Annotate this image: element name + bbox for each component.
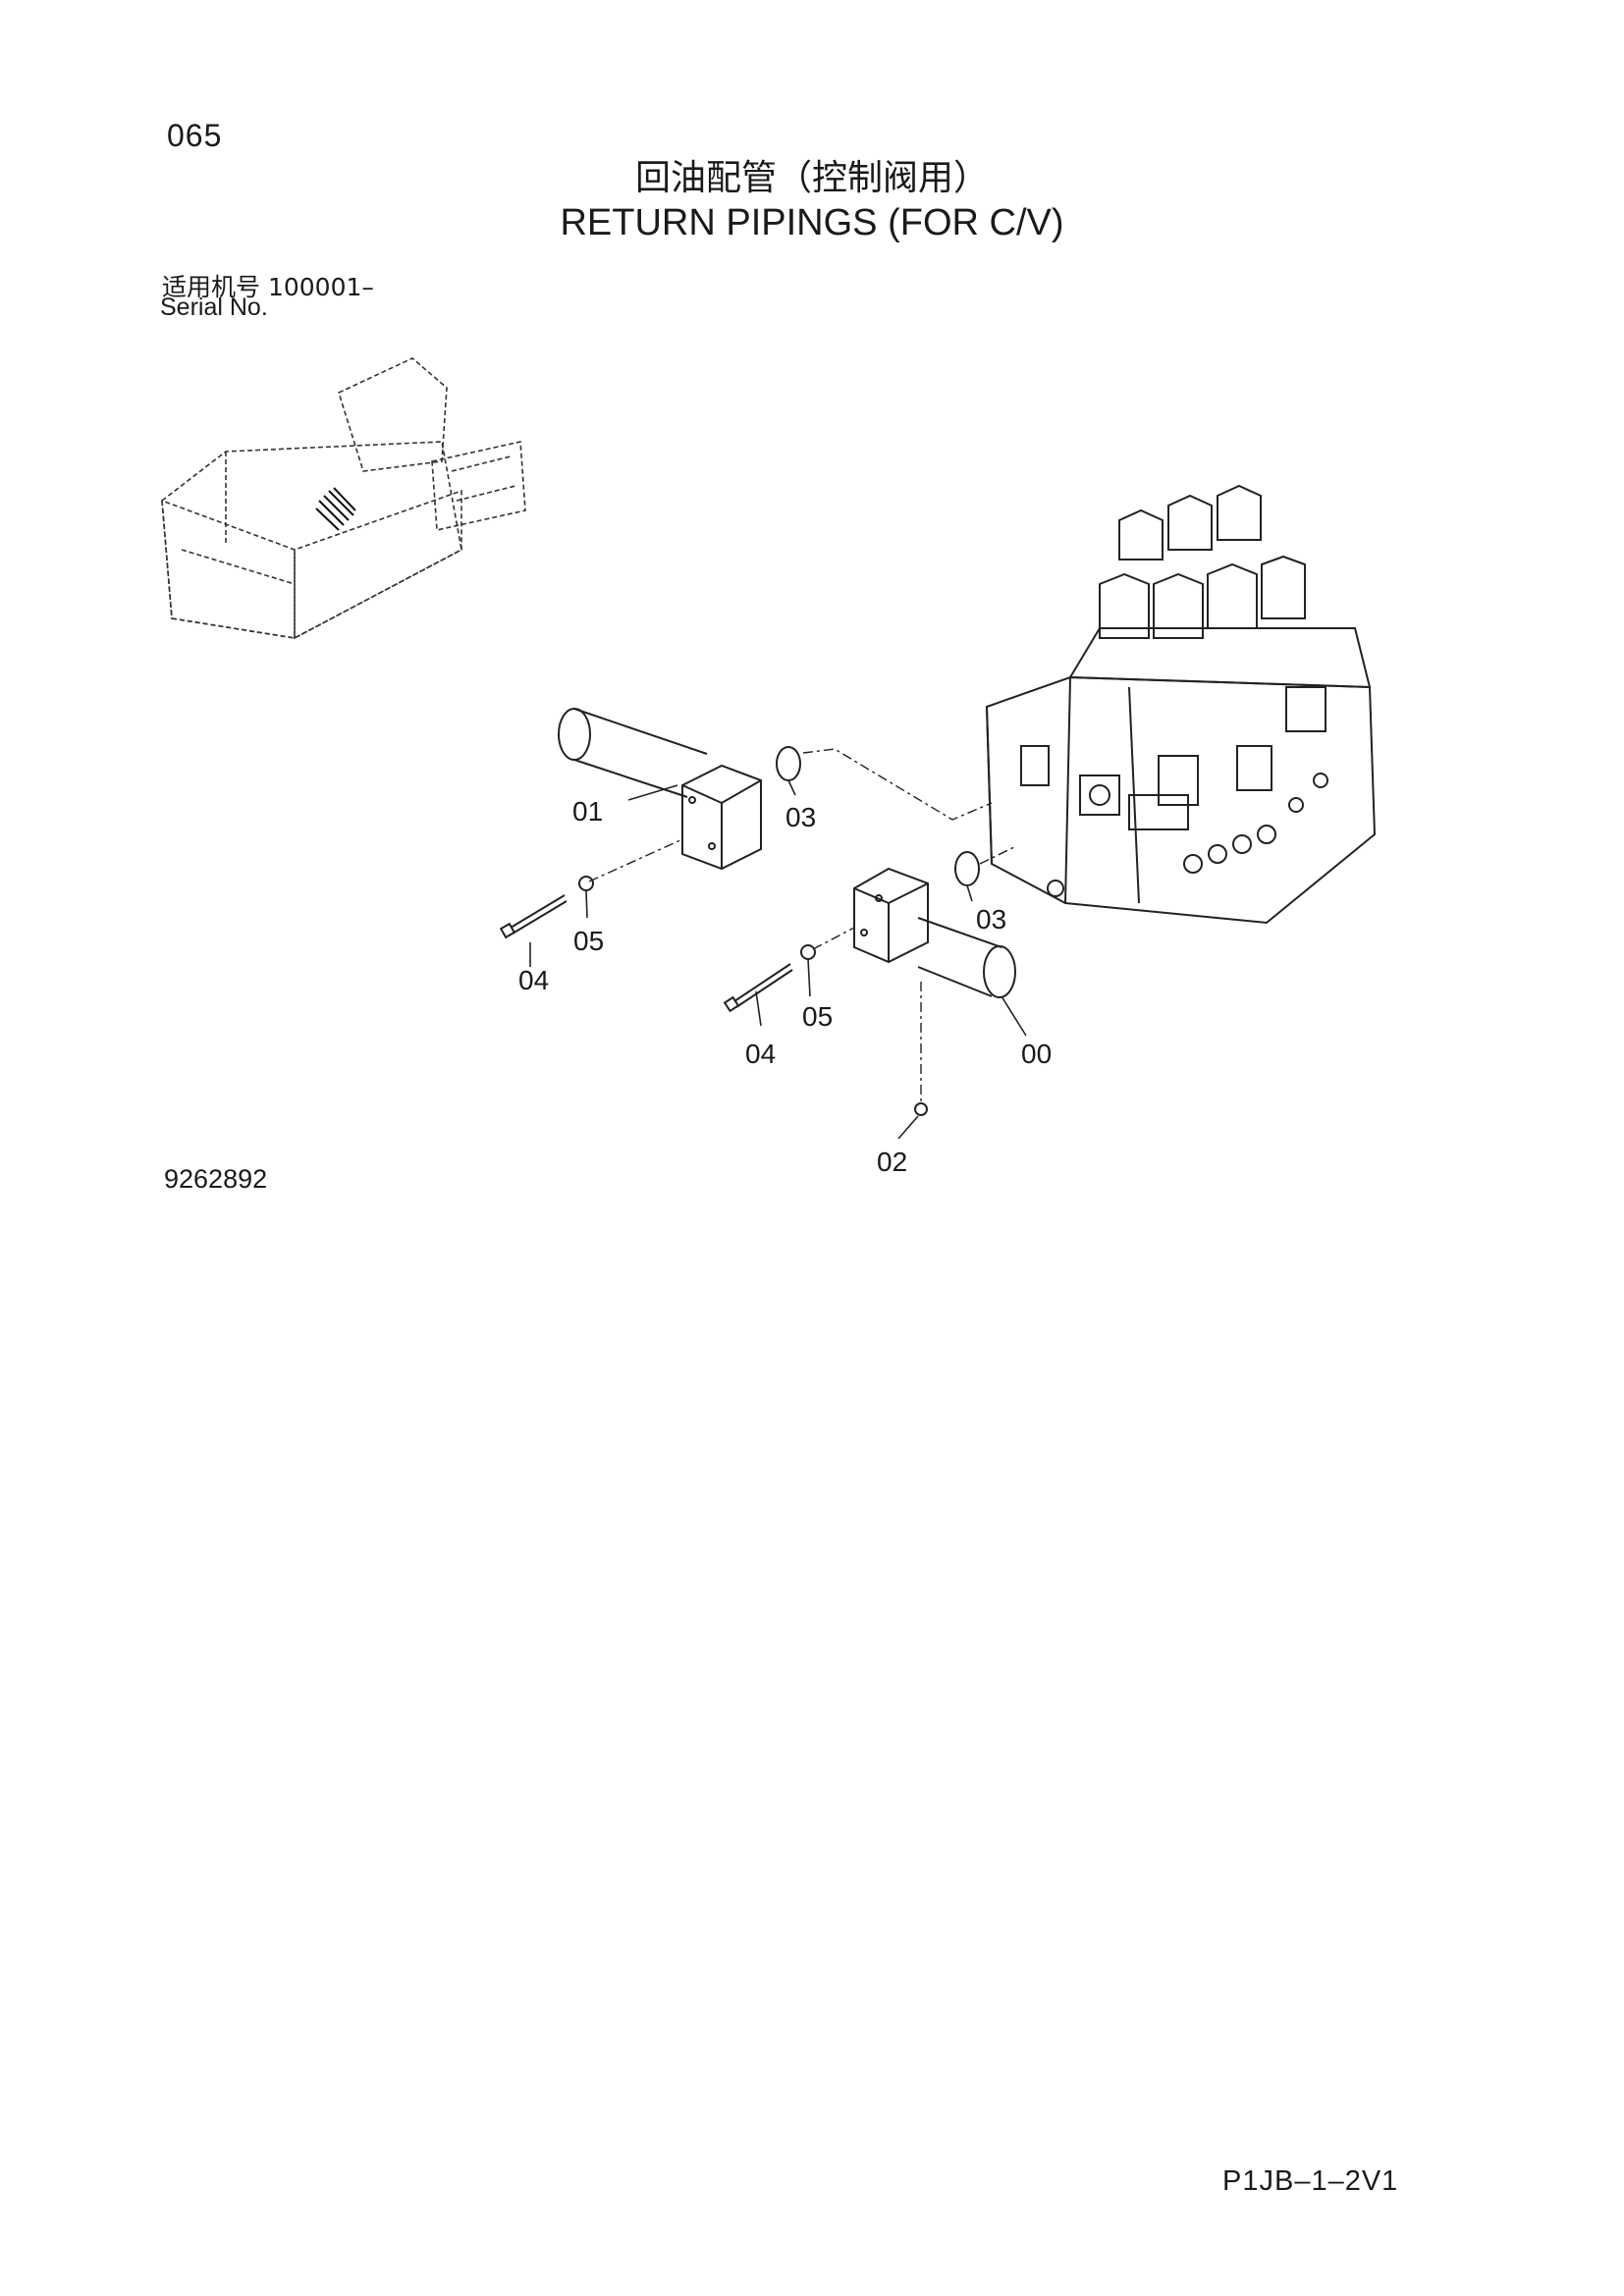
callout-04-left: 04 (518, 965, 549, 995)
page-number: 065 (167, 118, 223, 153)
return-pipe-01 (558, 708, 762, 871)
bolts-and-washers (499, 876, 928, 1116)
return-pipe-00 (853, 867, 1016, 998)
callout-03-upper: 03 (785, 802, 816, 832)
serial-label-chinese: 适用机号 100001– (162, 273, 374, 301)
callout-05-right: 05 (802, 1001, 833, 1032)
callout-leaders (529, 779, 1027, 1140)
serial-label-english: Serial No. (160, 294, 268, 321)
highlighted-component-marker (315, 487, 356, 531)
title-english: RETURN PIPINGS (FOR C/V) (560, 202, 1064, 243)
control-valve-illustration (985, 484, 1377, 925)
callout-03-lower: 03 (976, 904, 1006, 934)
drawing-number: 9262892 (164, 1164, 268, 1194)
callout-01: 01 (572, 796, 603, 827)
callout-00: 00 (1021, 1039, 1052, 1069)
assembly-lines (588, 748, 1017, 1104)
document-code: P1JB–1–2V1 (1222, 2165, 1399, 2197)
title-chinese: 回油配管（控制阀用） (634, 158, 989, 198)
machine-overview-illustration (161, 357, 526, 640)
callout-05-left: 05 (573, 926, 604, 956)
callout-04-right: 04 (745, 1039, 776, 1069)
callout-02: 02 (877, 1147, 907, 1177)
